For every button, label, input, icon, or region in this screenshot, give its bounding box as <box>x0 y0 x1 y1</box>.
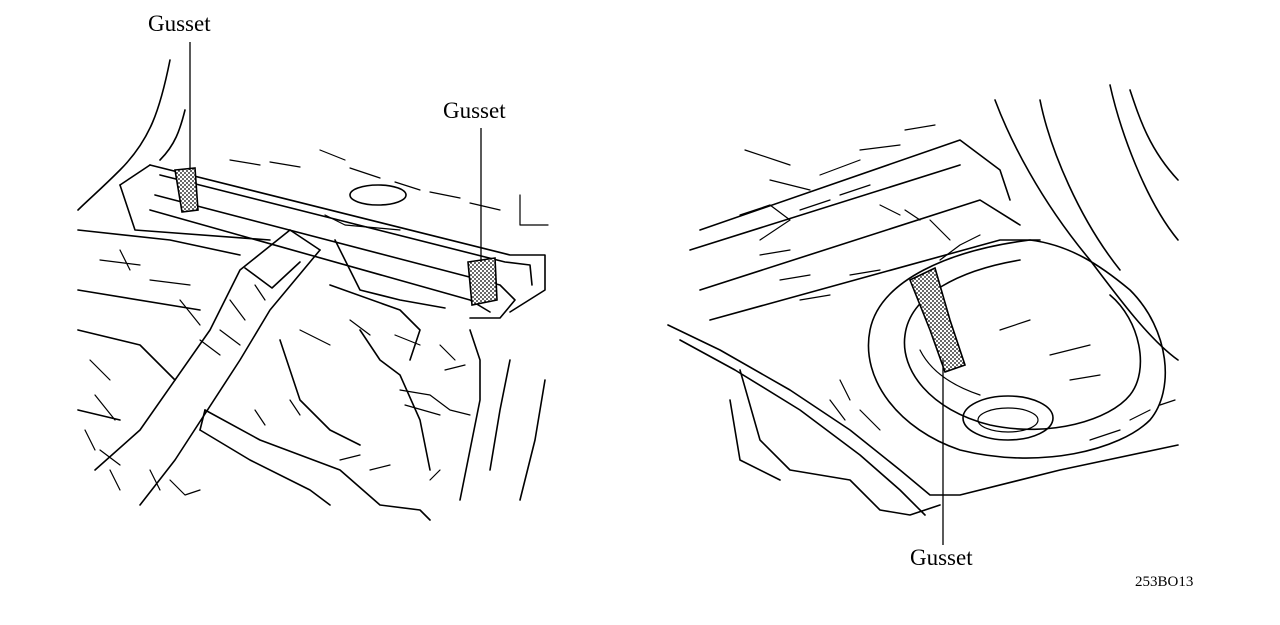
gusset-part-left-2 <box>467 257 498 306</box>
gusset-label-top-left: Gusset <box>148 11 211 36</box>
gusset-part-right <box>908 266 967 374</box>
gusset-label-top-center: Gusset <box>443 98 506 123</box>
figure-code: 253BO13 <box>1135 574 1194 590</box>
left-view-floor <box>77 59 549 521</box>
gusset-label-bottom-right: Gusset <box>910 545 973 570</box>
gusset-part-left-1 <box>174 167 199 213</box>
